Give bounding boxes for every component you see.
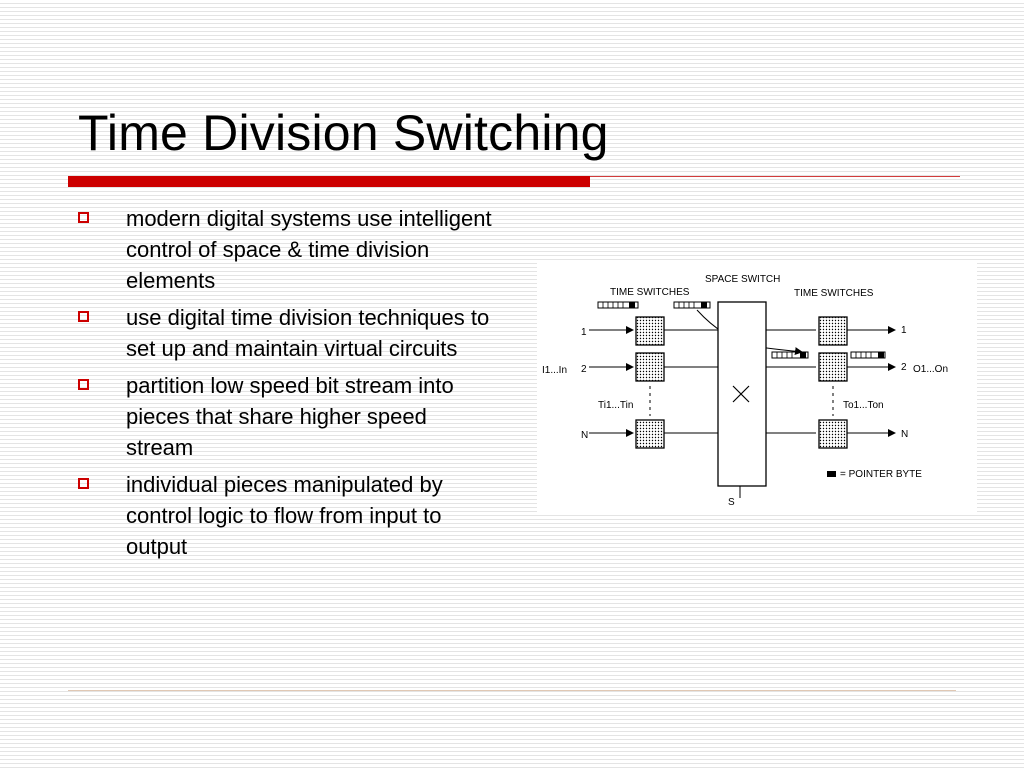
time-switches-right-label: TIME SWITCHES [794,288,874,299]
square-bullet-icon [78,212,89,223]
input-line-label: 1 [581,327,587,338]
bullet-item: individual pieces manipulated by control… [76,469,496,562]
pointer-byte-icon [827,471,836,477]
bullet-item: use digital time division techniques to … [76,302,496,364]
crosspoint-icon [732,385,750,403]
time-switch-block [818,419,848,449]
pointer-strip-right-1 [771,351,809,359]
input-line-label: 2 [581,364,587,375]
bullet-text: use digital time division techniques to … [126,305,490,361]
tst-switch-diagram: SPACE SWITCH TIME SWITCHES TIME SWITCHES [537,262,977,512]
title-underline-thick [68,176,590,187]
footer-rule [68,690,956,691]
bullet-list: modern digital systems use intelligent c… [76,203,496,568]
square-bullet-icon [78,311,89,322]
output-slots-label: To1...Ton [843,400,884,411]
output-line-label: N [901,429,908,440]
time-switches-left-label: TIME SWITCHES [610,287,690,298]
time-switch-block [818,316,848,346]
input-group-label: I1...In [542,365,567,376]
bullet-item: partition low speed bit stream into piec… [76,370,496,463]
bullet-text: partition low speed bit stream into piec… [126,373,454,460]
space-switch-label: SPACE SWITCH [705,274,780,285]
title-underline-thin [590,176,960,177]
output-line-label: 2 [901,362,907,373]
bullet-text: individual pieces manipulated by control… [126,472,443,559]
time-switch-block [635,419,665,449]
square-bullet-icon [78,379,89,390]
pointer-strip-left-2 [673,301,711,309]
legend-label: = POINTER BYTE [840,469,922,480]
output-group-label: O1...On [913,364,948,375]
time-switch-block [635,352,665,382]
space-switch-box [717,301,767,487]
slide-title: Time Division Switching [78,105,609,161]
square-bullet-icon [78,478,89,489]
output-line-label: 1 [901,325,907,336]
pointer-strip-left-1 [597,301,639,309]
bullet-item: modern digital systems use intelligent c… [76,203,496,296]
input-slots-label: Ti1...Tin [598,400,633,411]
time-switch-block [818,352,848,382]
control-label: S [728,497,735,508]
input-line-label: N [581,430,588,441]
time-switch-block [635,316,665,346]
bullet-text: modern digital systems use intelligent c… [126,206,492,293]
pointer-strip-right-2 [850,351,886,359]
